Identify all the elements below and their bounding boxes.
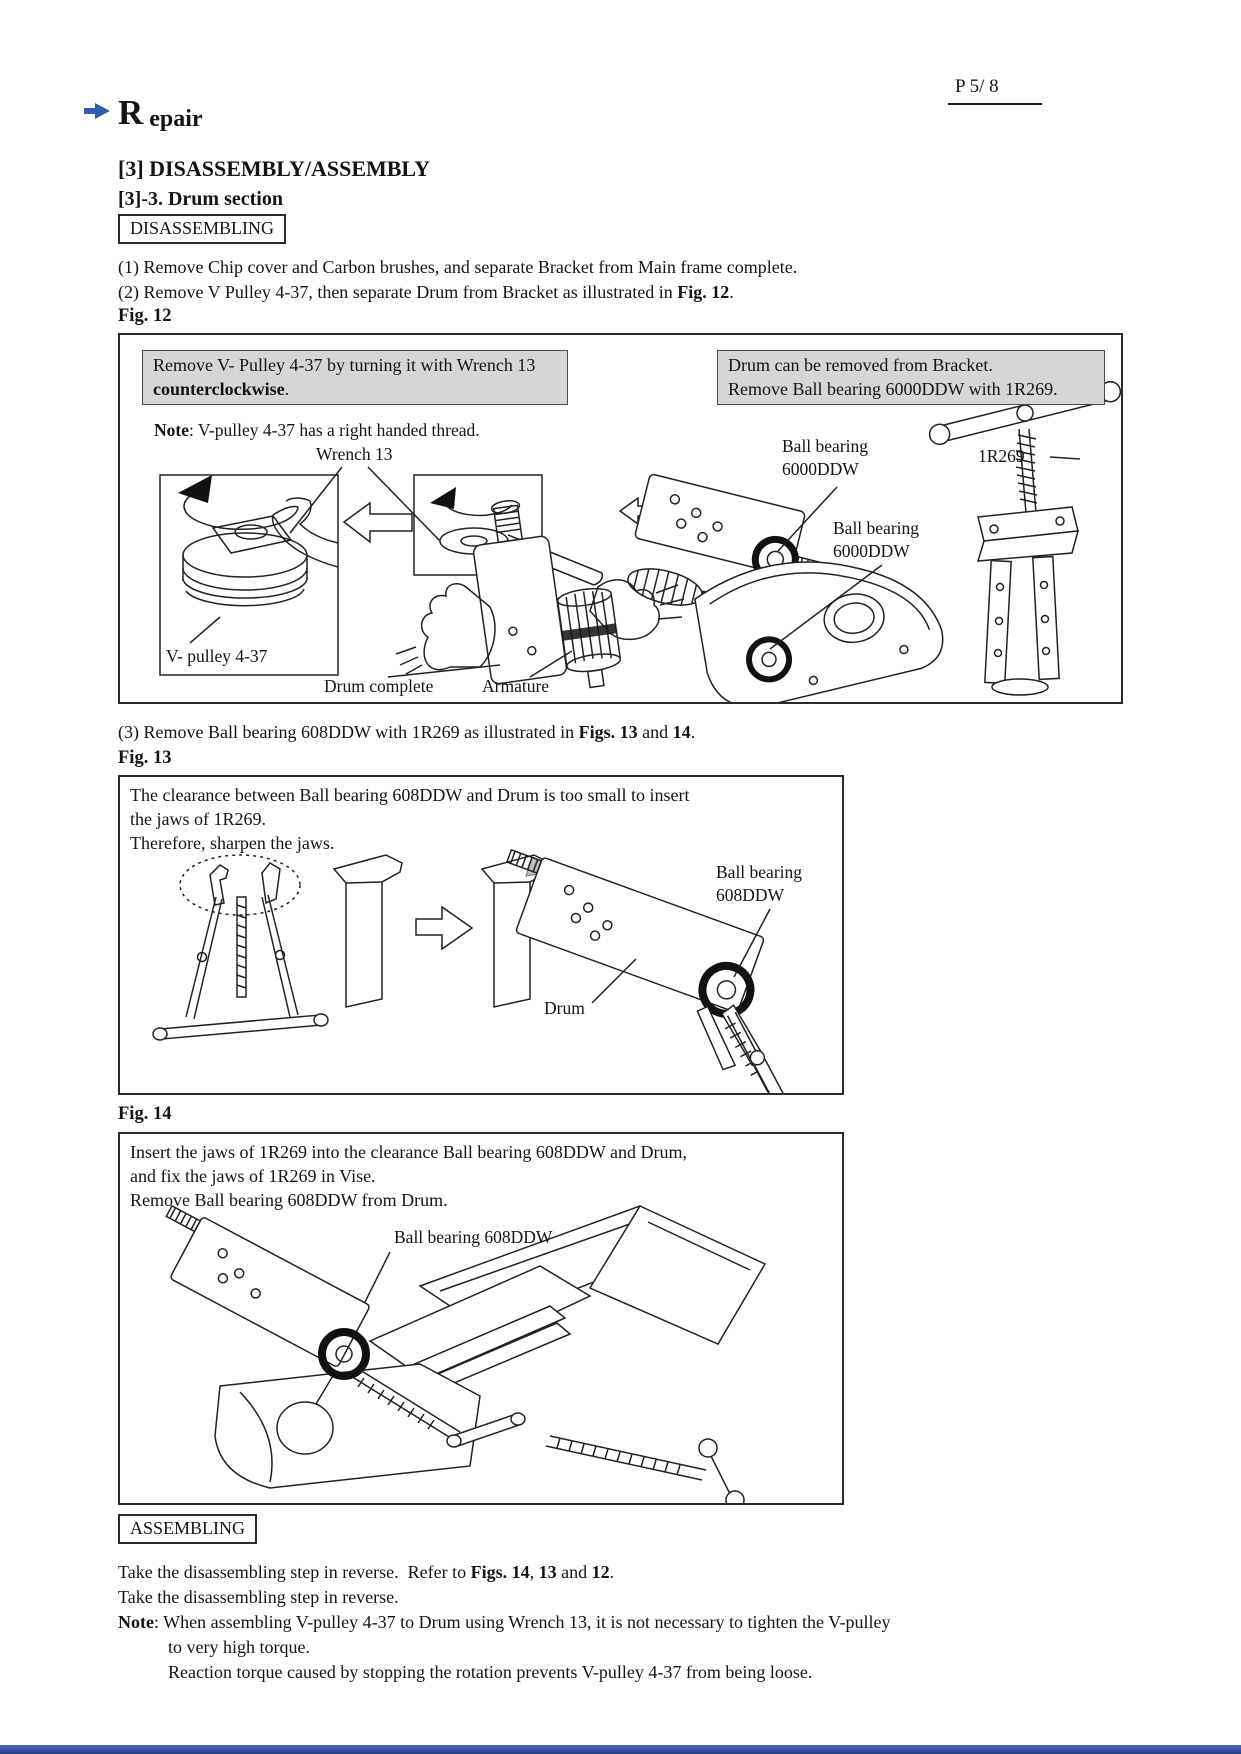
- fig12-label-armature: Armature: [482, 676, 550, 696]
- armature-drawing: [556, 587, 622, 689]
- section-title-initial: R: [118, 93, 144, 132]
- right-arrow: [415, 905, 474, 951]
- jaw-before-drawing: [332, 854, 403, 1008]
- fig13-label-drum: Drum: [544, 998, 585, 1018]
- fig13-caption: Fig. 13: [118, 748, 172, 768]
- fig12-label-bearing-right: Ball bearing 6000DDW: [833, 518, 920, 561]
- fig13-label-bearing: Ball bearing 608DDW: [716, 862, 803, 905]
- fig13-text: The clearance between Ball bearing 608DD…: [130, 785, 690, 853]
- fig12-label-1r269: 1R269: [978, 446, 1025, 466]
- footer-accent-bar: [0, 1745, 1241, 1754]
- section-title-rest: epair: [149, 106, 203, 132]
- fig12-caption: Fig. 12: [118, 306, 172, 326]
- fig14-text: Insert the jaws of 1R269 into the cleara…: [130, 1142, 688, 1210]
- fig12-box: Remove V- Pulley 4-37 by turning it with…: [118, 333, 1123, 704]
- page-number: P 5/ 8: [955, 76, 999, 97]
- fig14-label-bearing: Ball bearing 608DDW: [394, 1227, 553, 1247]
- wrench-top-view-drawing: [430, 487, 604, 586]
- assembling-line2: Take the disassembling step in reverse.: [118, 1587, 399, 1607]
- fig12-label-wrench: Wrench 13: [316, 444, 393, 464]
- fig13-box: The clearance between Ball bearing 608DD…: [118, 775, 844, 1095]
- step-2: (2) Remove V Pulley 4-37, then separate …: [118, 282, 734, 302]
- page-title: [3] DISASSEMBLY/ASSEMBLY: [118, 156, 430, 181]
- fig12-label-v-pulley: V- pulley 4-37: [166, 646, 268, 666]
- jaw-after-drawing: [480, 854, 551, 1008]
- page-subtitle: [3]-3. Drum section: [118, 188, 283, 210]
- bearing-rings: [318, 1328, 370, 1380]
- fig12-callout-right: Drum can be removed from Bracket. Remove…: [717, 350, 1105, 405]
- assembling-note-line3: Reaction torque caused by stopping the r…: [168, 1662, 813, 1682]
- v-pulley-drawing: [182, 515, 308, 644]
- armature-right-drawing: [627, 568, 726, 608]
- fig12-label-drum-complete: Drum complete: [324, 676, 434, 696]
- vise-screw-drawing: [545, 1435, 745, 1503]
- bracket-drawing: [694, 561, 944, 702]
- disassembling-tag: DISASSEMBLING: [118, 214, 287, 244]
- assembling-tag: ASSEMBLING: [118, 1514, 258, 1544]
- assembling-note-line1: Note: When assembling V-pulley 4-37 to D…: [118, 1612, 891, 1632]
- page-number-rule: [948, 103, 1042, 105]
- puller-under-drum: [353, 1369, 526, 1448]
- fig14-box: Insert the jaws of 1R269 into the cleara…: [118, 1132, 844, 1505]
- drum-drawing: [165, 1204, 370, 1367]
- assembling-note-line2: to very high torque.: [168, 1637, 310, 1657]
- drum-right-drawing: [634, 473, 825, 583]
- fig12-note: Note: V-pulley 4-37 has a right handed t…: [154, 420, 480, 440]
- puller-1r269-drawing: [928, 380, 1121, 696]
- puller-jaws-drawing: [152, 854, 329, 1041]
- fig12-callout-left: Remove V- Pulley 4-37 by turning it with…: [142, 350, 568, 405]
- blue-arrow-icon: [84, 103, 110, 119]
- step-3: (3) Remove Ball bearing 608DDW with 1R26…: [118, 722, 696, 742]
- drum-complete-drawing: [395, 500, 685, 689]
- step-1: (1) Remove Chip cover and Carbon brushes…: [118, 257, 798, 277]
- small-left-arrow: [618, 496, 669, 526]
- assembling-line1: Take the disassembling step in reverse. …: [118, 1562, 615, 1582]
- fig12-label-bearing-top: Ball bearing 6000DDW: [782, 436, 869, 479]
- fig14-caption: Fig. 14: [118, 1104, 172, 1124]
